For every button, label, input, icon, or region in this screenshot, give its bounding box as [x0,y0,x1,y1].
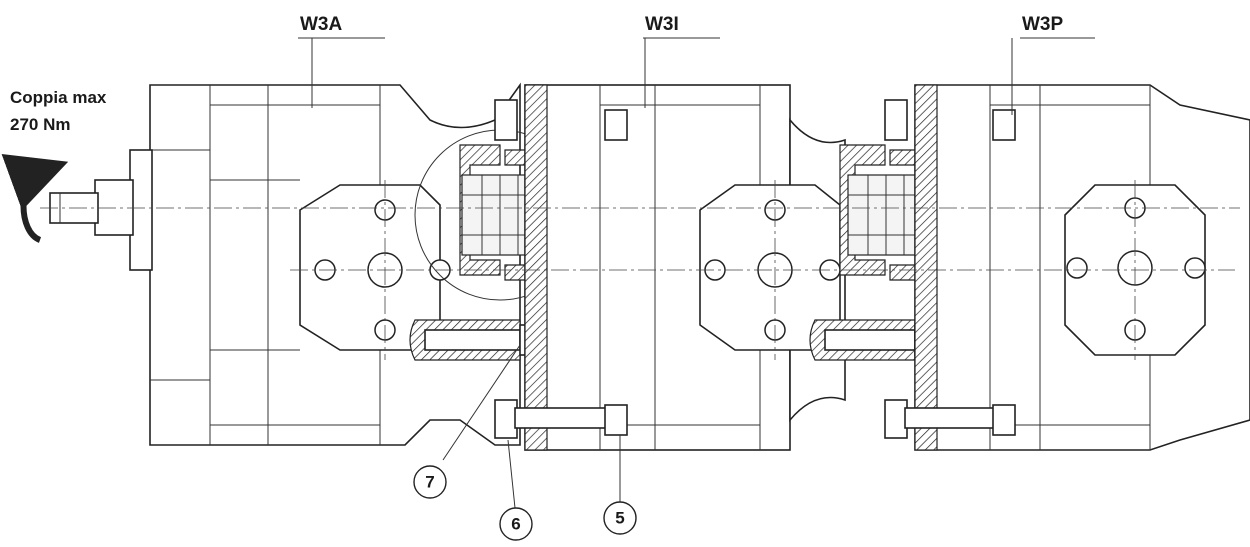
callout-6: 6 [499,439,533,541]
rear-bolts [884,99,1016,439]
callout-5-number: 5 [615,509,624,528]
section-label-w3i: W3I [645,14,679,35]
torque-title: Coppia max [10,88,107,107]
center-lines [40,180,1240,360]
callout-7: 7 [413,344,521,499]
coupling-section-2 [809,144,936,361]
section-label-w3p: W3P [1022,14,1064,35]
callout-7-number: 7 [425,473,434,492]
torque-value: 270 Nm [10,115,70,134]
drive-shaft [49,149,153,271]
section-label-w3a: W3A [300,14,343,35]
middle-bolts [494,99,628,439]
callout-6-number: 6 [511,515,520,534]
callout-5: 5 [603,435,637,535]
rotation-arrow [1,154,69,243]
